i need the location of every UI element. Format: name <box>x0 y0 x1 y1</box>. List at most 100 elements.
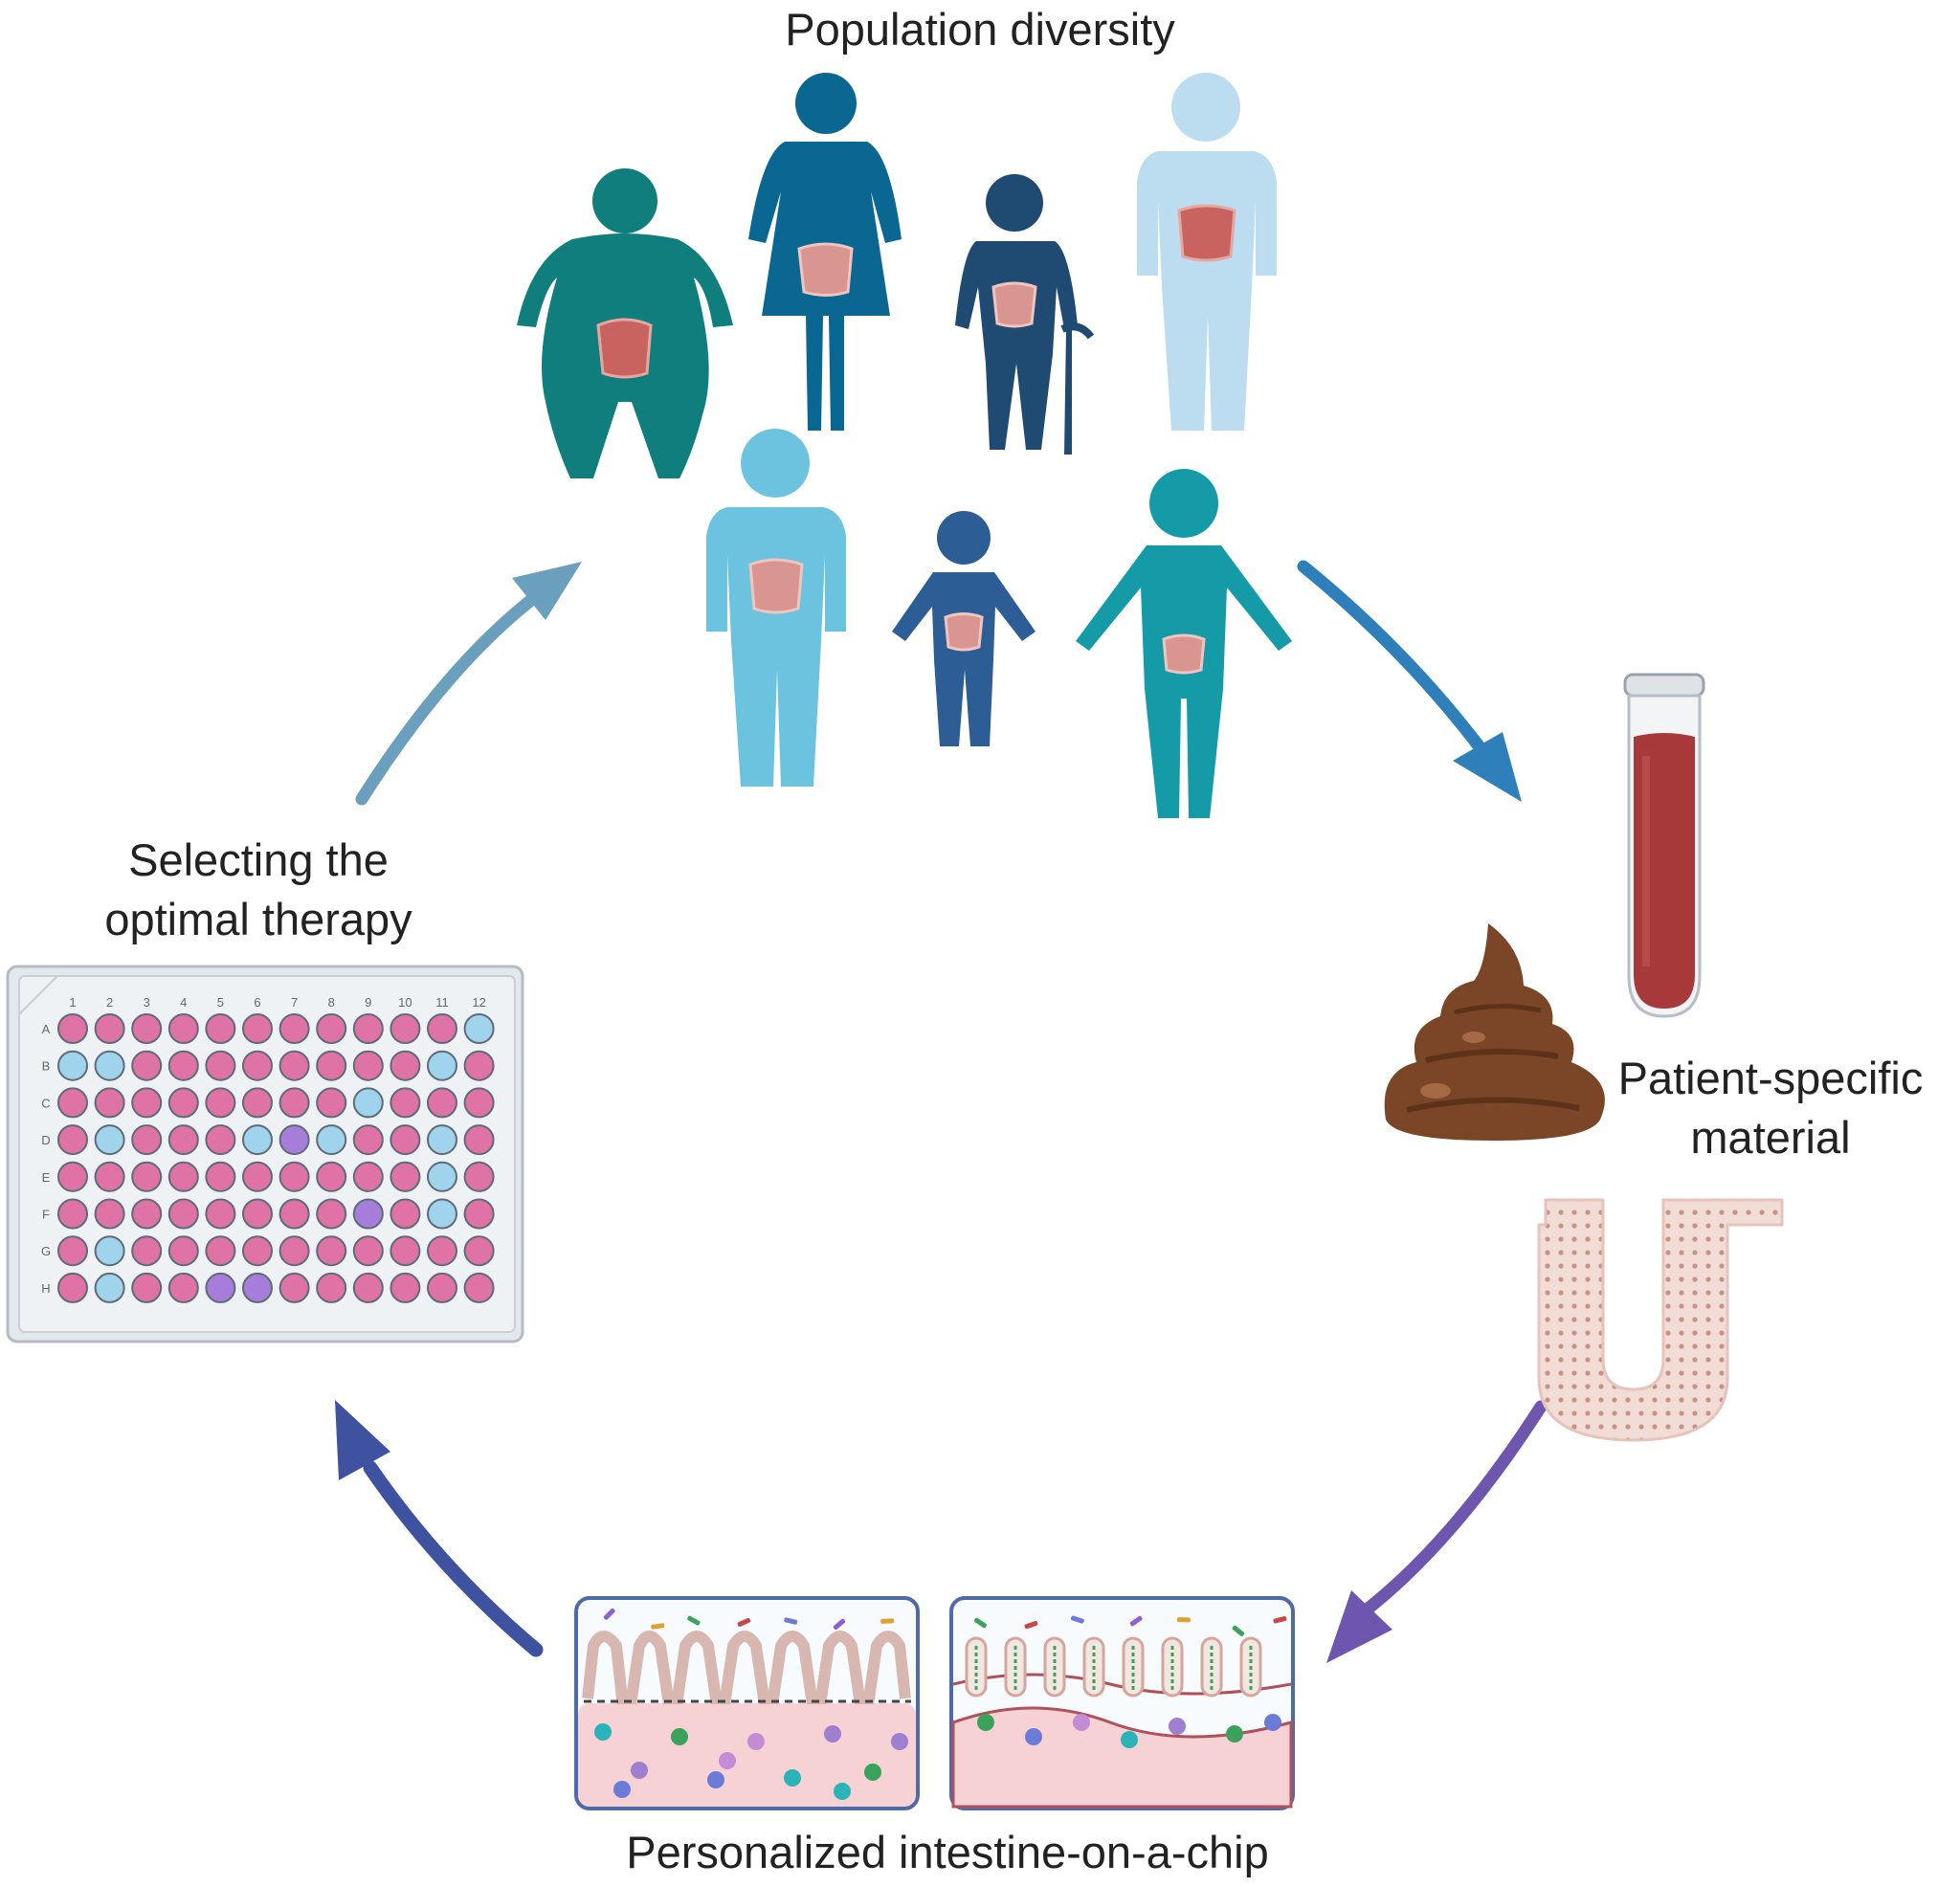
label-patient-specific-material: Patient-specific material <box>1589 1049 1952 1167</box>
label-selecting-optimal-therapy: Selecting the optimal therapy <box>38 831 479 949</box>
label-therapy-line-2: optimal therapy <box>104 894 412 945</box>
plate-column-label: 1 <box>69 995 76 1010</box>
plate-well <box>167 1161 199 1192</box>
plate-column-label: 5 <box>217 995 224 1010</box>
plate-well <box>57 1198 88 1230</box>
plate-well <box>316 1124 347 1156</box>
plate-well <box>316 1087 347 1119</box>
plate-well <box>94 1161 125 1192</box>
plate-well <box>131 1272 163 1303</box>
plate-well <box>57 1013 88 1044</box>
arrow-material-to-chip <box>1326 1400 1548 1663</box>
plate-well <box>57 1235 88 1267</box>
plate-well <box>463 1013 495 1044</box>
plate-well <box>352 1198 384 1230</box>
chip-cell <box>631 1762 648 1779</box>
plate-well <box>390 1124 421 1156</box>
microbe <box>1176 1617 1191 1623</box>
chip-cell <box>891 1733 908 1750</box>
plate-well <box>463 1272 495 1303</box>
plate-well <box>463 1161 495 1192</box>
plate-well <box>131 1013 163 1044</box>
plate-well <box>463 1198 495 1230</box>
plate-well <box>205 1161 236 1192</box>
chip-cell <box>747 1733 765 1750</box>
plate-column-label: 8 <box>328 995 335 1010</box>
plate-well <box>278 1235 310 1267</box>
plate-well <box>352 1087 384 1119</box>
plate-well <box>167 1013 199 1044</box>
plate-well <box>352 1013 384 1044</box>
plate-well <box>205 1013 236 1044</box>
microbe <box>1232 1625 1245 1636</box>
plate-well <box>427 1272 457 1303</box>
microbe <box>1070 1615 1084 1624</box>
plate-well <box>427 1161 457 1192</box>
plate-well <box>131 1050 163 1081</box>
microbe <box>651 1623 665 1630</box>
chip-cell <box>1073 1714 1090 1731</box>
plate-well <box>131 1087 163 1119</box>
arrow-chip-to-therapy <box>335 1400 544 1657</box>
plate-well <box>242 1050 273 1081</box>
plate-row-label: E <box>42 1170 51 1185</box>
label-intestine-on-chip: Personalized intestine-on-a-chip <box>626 1827 1269 1877</box>
plate-row-label: C <box>41 1096 50 1110</box>
plate-well <box>463 1235 495 1267</box>
plate-well <box>427 1087 457 1119</box>
plate-well <box>427 1013 457 1044</box>
plate-well <box>167 1198 199 1230</box>
chip-cell <box>784 1769 801 1787</box>
plate-well <box>167 1087 199 1119</box>
plate-well <box>57 1272 88 1303</box>
label-material-line-1: Patient-specific <box>1617 1053 1924 1103</box>
chip-cell <box>834 1783 851 1800</box>
plate-well <box>390 1161 421 1192</box>
plate-row-label: B <box>42 1059 51 1074</box>
plate-well <box>205 1050 236 1081</box>
stool-sample-icon <box>1384 923 1605 1141</box>
person-child <box>892 511 1036 746</box>
plate-well <box>390 1013 421 1044</box>
plate-row-label: F <box>42 1208 50 1222</box>
plate-well <box>167 1124 199 1156</box>
plate-well <box>427 1235 457 1267</box>
plate-well <box>242 1013 273 1044</box>
plate-well <box>131 1198 163 1230</box>
plate-wells <box>57 1013 495 1303</box>
chip-cell <box>1226 1725 1243 1743</box>
plate-column-label: 9 <box>365 995 371 1010</box>
plate-row-label: A <box>42 1022 51 1036</box>
plate-well <box>316 1050 347 1081</box>
plate-well <box>131 1235 163 1267</box>
plate-well <box>390 1050 421 1081</box>
microbe <box>737 1617 751 1627</box>
plate-well <box>390 1235 421 1267</box>
microbe <box>687 1615 701 1626</box>
plate-well <box>205 1272 236 1303</box>
person-woman <box>748 73 902 431</box>
plate-well <box>242 1161 273 1192</box>
person-obese <box>517 168 733 478</box>
chip-cell <box>1169 1718 1186 1735</box>
chip-panel-right <box>949 1596 1295 1810</box>
plate-column-label: 11 <box>435 995 449 1010</box>
plate-well <box>390 1272 421 1303</box>
plate-well <box>242 1235 273 1267</box>
microbe <box>1129 1615 1143 1627</box>
plate-well <box>352 1050 384 1081</box>
plate-well <box>242 1198 273 1230</box>
plate-well <box>278 1124 310 1156</box>
plate-well <box>242 1272 273 1303</box>
plate-well <box>463 1087 495 1119</box>
plate-column-label: 10 <box>398 995 412 1010</box>
plate-well <box>390 1087 421 1119</box>
plate-well <box>167 1272 199 1303</box>
plate-well <box>94 1087 125 1119</box>
plate-well <box>463 1124 495 1156</box>
chip-cell <box>671 1728 688 1745</box>
plate-well <box>278 1013 310 1044</box>
